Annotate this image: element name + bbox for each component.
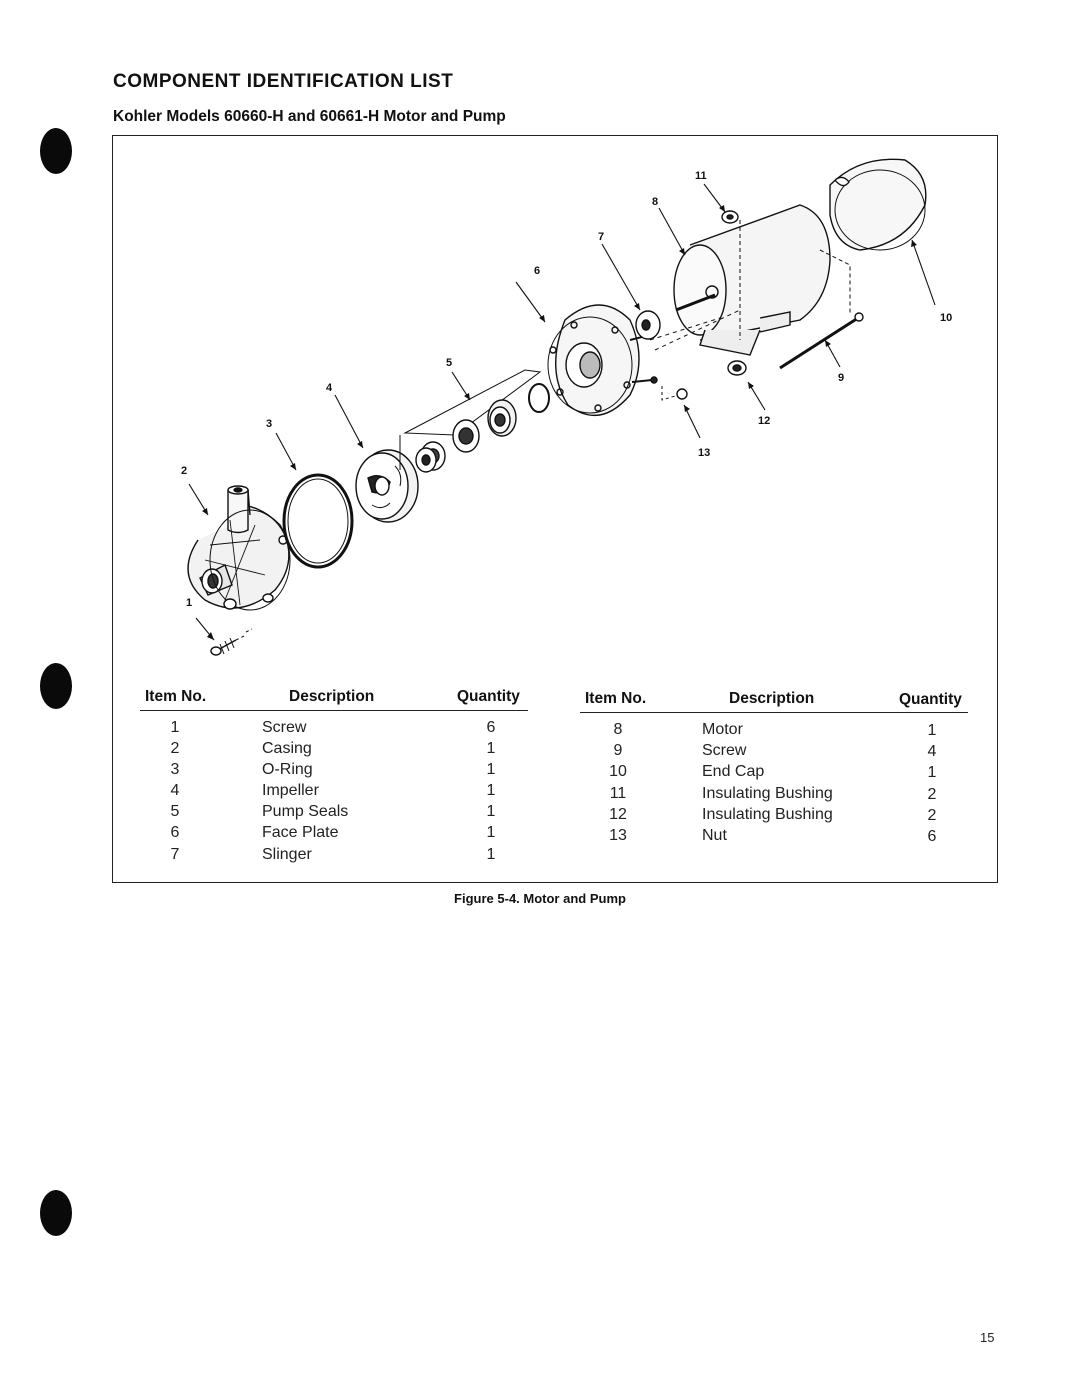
left-header-quantity: Quantity bbox=[457, 688, 520, 705]
pump-seals-part bbox=[399, 369, 550, 473]
callout-10: 10 bbox=[940, 312, 952, 324]
left-row-7-description: Slinger bbox=[262, 846, 312, 863]
right-row-5-description: Insulating Bushing bbox=[702, 806, 833, 823]
callout-7: 7 bbox=[598, 231, 604, 243]
right-row-5-item: 12 bbox=[609, 806, 627, 823]
binder-hole-top bbox=[40, 128, 72, 174]
binder-hole-bottom bbox=[40, 1190, 72, 1236]
callout-8: 8 bbox=[652, 196, 658, 208]
left-row-3-item: 3 bbox=[170, 761, 180, 778]
left-row-5-quantity: 1 bbox=[486, 803, 496, 820]
o-ring-part bbox=[282, 473, 354, 569]
right-row-6-description: Nut bbox=[702, 827, 727, 844]
binder-hole-middle bbox=[40, 663, 72, 709]
left-row-4-description: Impeller bbox=[262, 782, 319, 799]
impeller-part bbox=[355, 449, 419, 523]
left-row-6-quantity: 1 bbox=[486, 824, 496, 841]
page-number: 15 bbox=[980, 1330, 995, 1345]
left-row-6-description: Face Plate bbox=[262, 824, 339, 841]
left-row-2-item: 2 bbox=[170, 740, 180, 757]
nut-part bbox=[676, 388, 688, 400]
callout-4: 4 bbox=[326, 382, 333, 394]
right-header-quantity: Quantity bbox=[899, 691, 962, 708]
callout-2: 2 bbox=[181, 465, 187, 477]
callout-9: 9 bbox=[838, 372, 844, 384]
right-row-5-quantity: 2 bbox=[927, 807, 937, 824]
left-row-5-description: Pump Seals bbox=[262, 803, 349, 820]
left-row-7-item: 7 bbox=[170, 846, 180, 863]
right-row-2-item: 9 bbox=[613, 742, 623, 759]
motor-part bbox=[673, 204, 851, 356]
exploded-view-diagram: 1 2 3 4 5 6 7 8 9 10 11 12 13 bbox=[181, 158, 952, 656]
right-row-3-description: End Cap bbox=[702, 763, 765, 780]
figure-frame bbox=[112, 135, 998, 883]
left-row-5-item: 5 bbox=[170, 803, 180, 820]
right-row-6-quantity: 6 bbox=[927, 828, 937, 845]
left-row-4-item: 4 bbox=[170, 782, 180, 799]
right-row-1-description: Motor bbox=[702, 721, 743, 738]
left-row-4-quantity: 1 bbox=[486, 782, 496, 799]
right-row-3-item: 10 bbox=[609, 763, 627, 780]
figure-caption: Figure 5-4. Motor and Pump bbox=[454, 891, 626, 906]
callout-11: 11 bbox=[695, 170, 707, 182]
right-row-2-description: Screw bbox=[702, 742, 747, 759]
callout-6: 6 bbox=[534, 265, 540, 277]
right-row-4-description: Insulating Bushing bbox=[702, 785, 833, 802]
left-row-6-item: 6 bbox=[170, 824, 180, 841]
left-row-3-quantity: 1 bbox=[486, 761, 496, 778]
left-header-description: Description bbox=[289, 688, 375, 705]
left-row-1-description: Screw bbox=[262, 719, 307, 736]
left-row-3-description: O-Ring bbox=[262, 761, 313, 778]
callout-1: 1 bbox=[186, 597, 192, 609]
callout-12: 12 bbox=[758, 415, 770, 427]
left-row-2-description: Casing bbox=[262, 740, 312, 757]
right-header-description: Description bbox=[729, 690, 815, 707]
right-row-2-quantity: 4 bbox=[927, 743, 937, 760]
left-row-2-quantity: 1 bbox=[486, 740, 496, 757]
right-row-6-item: 13 bbox=[609, 827, 627, 844]
right-header-rule bbox=[580, 712, 968, 713]
left-row-7-quantity: 1 bbox=[486, 846, 496, 863]
right-row-4-item: 11 bbox=[609, 785, 627, 802]
end-cap-part bbox=[829, 158, 927, 251]
casing-part bbox=[187, 485, 291, 611]
right-row-1-quantity: 1 bbox=[927, 722, 937, 739]
face-plate-part bbox=[547, 304, 658, 417]
right-row-1-item: 8 bbox=[613, 721, 623, 738]
screw-part bbox=[210, 628, 253, 656]
long-screw-part bbox=[779, 316, 859, 370]
right-row-4-quantity: 2 bbox=[927, 786, 937, 803]
page-title: COMPONENT IDENTIFICATION LIST bbox=[113, 71, 454, 92]
left-row-1-item: 1 bbox=[170, 719, 180, 736]
callout-13: 13 bbox=[698, 447, 710, 459]
page-subtitle: Kohler Models 60660-H and 60661-H Motor … bbox=[113, 108, 506, 125]
callout-5: 5 bbox=[446, 357, 452, 369]
right-header-item: Item No. bbox=[585, 690, 647, 707]
left-header-rule bbox=[140, 710, 528, 711]
right-row-3-quantity: 1 bbox=[927, 764, 937, 781]
left-row-1-quantity: 6 bbox=[486, 719, 496, 736]
left-header-item: Item No. bbox=[145, 688, 207, 705]
callout-3: 3 bbox=[266, 418, 272, 430]
